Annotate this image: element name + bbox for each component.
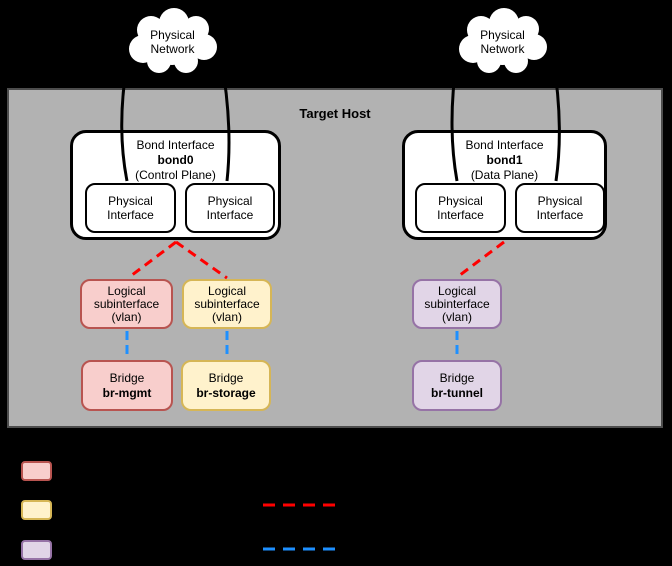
cloud-label: Physical Network (122, 8, 223, 75)
cloud-label: Physical Network (452, 8, 553, 75)
bond1-name: bond1 (486, 153, 523, 167)
subinterface-mgmt-box: Logical subinterface (vlan) (80, 279, 173, 329)
legend-swatch-purple (21, 540, 52, 560)
bond0-header: Bond Interface bond0 (Control Plane) (73, 133, 278, 183)
bridge-label: Bridge (439, 370, 475, 385)
bond1-physical-interface-2: Physical Interface (515, 183, 605, 233)
bridge-br-mgmt-box: Bridge br-mgmt (81, 360, 173, 411)
bond0-name: bond0 (157, 153, 194, 167)
bond0-physical-interface-1: Physical Interface (85, 183, 176, 233)
bond0-physical-interface-2: Physical Interface (185, 183, 275, 233)
bond0-box: Bond Interface bond0 (Control Plane) Phy… (70, 130, 281, 240)
physical-network-label: Physical Network (150, 27, 195, 56)
subinterface-label: Logical subinterface (vlan) (194, 283, 260, 324)
bond1-plane-label: (Data Plane) (470, 168, 539, 182)
physical-network-cloud-right: Physical Network (452, 8, 553, 75)
cloud-shape (459, 8, 547, 73)
legend-swatch-yellow (21, 500, 52, 520)
target-host-title: Target Host (299, 106, 371, 121)
legend-swatch-pink (21, 461, 52, 481)
physical-interface-label: Physical Interface (107, 194, 154, 222)
bond-interface-label: Bond Interface (465, 138, 544, 152)
bond1-header: Bond Interface bond1 (Data Plane) (405, 133, 604, 183)
bond-interface-label: Bond Interface (136, 138, 215, 152)
bridge-br-storage-box: Bridge br-storage (181, 360, 271, 411)
cloud-shape (129, 8, 217, 73)
bridge-br-tunnel-box: Bridge br-tunnel (412, 360, 502, 411)
subinterface-label: Logical subinterface (vlan) (93, 283, 160, 324)
subinterface-label: Logical subinterface (vlan) (424, 283, 490, 324)
physical-network-label: Physical Network (480, 27, 525, 56)
physical-interface-label: Physical Interface (206, 194, 254, 222)
subinterface-tunnel-box: Logical subinterface (vlan) (412, 279, 502, 329)
bridge-label: Bridge (208, 370, 244, 385)
subinterface-storage-box: Logical subinterface (vlan) (182, 279, 272, 329)
physical-network-cloud-left: Physical Network (122, 8, 223, 75)
physical-interface-label: Physical Interface (437, 194, 484, 222)
bridge-label: Bridge (109, 370, 145, 385)
bridge-name: br-tunnel (431, 385, 483, 400)
bond0-plane-label: (Control Plane) (135, 168, 216, 182)
bond1-physical-interface-1: Physical Interface (415, 183, 506, 233)
bridge-name: br-mgmt (102, 385, 152, 400)
bond1-box: Bond Interface bond1 (Data Plane) Physic… (402, 130, 607, 240)
physical-interface-label: Physical Interface (536, 194, 584, 222)
bridge-name: br-storage (196, 385, 256, 400)
